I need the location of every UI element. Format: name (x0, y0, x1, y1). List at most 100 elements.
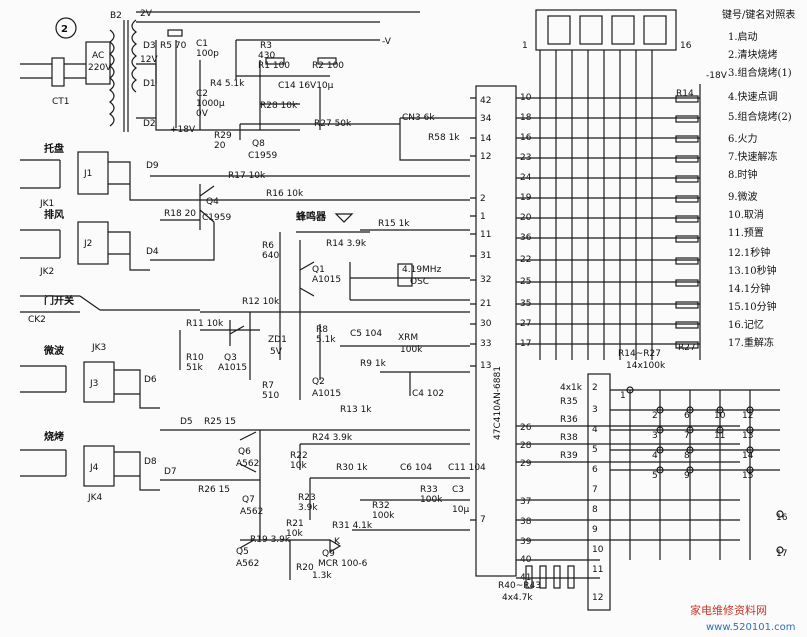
svg-text:B2: B2 (110, 11, 122, 21)
svg-text:10.取消: 10.取消 (728, 208, 764, 221)
svg-text:R58 1k: R58 1k (428, 133, 460, 143)
svg-text:2: 2 (592, 383, 598, 393)
svg-text:10μ: 10μ (452, 505, 469, 515)
svg-text:门开关: 门开关 (44, 294, 74, 307)
svg-text:AC: AC (92, 51, 104, 61)
svg-text:47C410AN-6881: 47C410AN-6881 (493, 366, 503, 440)
svg-text:11: 11 (714, 431, 725, 441)
relay-j3 (83, 361, 115, 403)
svg-text:1: 1 (522, 41, 528, 51)
svg-text:托盘: 托盘 (44, 142, 64, 155)
svg-text:10k: 10k (290, 461, 307, 471)
svg-text:0V: 0V (196, 109, 209, 119)
svg-text:7: 7 (684, 431, 690, 441)
svg-text:Q7: Q7 (242, 495, 255, 505)
svg-text:A1015: A1015 (312, 389, 341, 399)
svg-text:R5 70: R5 70 (160, 41, 187, 51)
svg-text:14: 14 (742, 451, 754, 461)
svg-text:C5 104: C5 104 (350, 329, 382, 339)
relay-j4 (83, 445, 115, 487)
svg-text:20: 20 (214, 141, 226, 151)
svg-text:4x4.7k: 4x4.7k (502, 593, 533, 603)
svg-text:14x100k: 14x100k (626, 361, 666, 371)
svg-text:16: 16 (776, 513, 788, 523)
svg-text:9: 9 (684, 471, 690, 481)
svg-text:D9: D9 (146, 161, 159, 171)
svg-text:ZD1: ZD1 (268, 335, 287, 345)
svg-text:430: 430 (258, 51, 275, 61)
svg-text:R3: R3 (260, 41, 272, 51)
svg-text:-18V: -18V (706, 71, 728, 81)
svg-text:R6: R6 (262, 241, 274, 251)
svg-text:220V: 220V (88, 63, 112, 73)
svg-text:J3: J3 (89, 379, 98, 389)
svg-text:9.微波: 9.微波 (728, 190, 758, 203)
svg-text:51k: 51k (186, 363, 203, 373)
svg-text:R15 1k: R15 1k (378, 219, 410, 229)
svg-text:5: 5 (592, 445, 598, 455)
svg-text:17: 17 (776, 549, 787, 559)
svg-text:R36: R36 (560, 415, 578, 425)
svg-text:R9 1k: R9 1k (360, 359, 387, 369)
svg-text:JK2: JK2 (39, 267, 54, 277)
svg-text:C1959: C1959 (202, 213, 231, 223)
ic-47c410an (475, 85, 517, 577)
svg-text:C4 102: C4 102 (412, 389, 444, 399)
svg-text:蜂鸣器: 蜂鸣器 (296, 210, 327, 223)
svg-text:4: 4 (592, 425, 598, 435)
svg-text:510: 510 (262, 391, 279, 401)
svg-text:13: 13 (480, 361, 491, 371)
transformer-primary (109, 29, 115, 127)
svg-text:34: 34 (480, 114, 492, 124)
svg-text:12: 12 (742, 411, 753, 421)
svg-text:R18 20: R18 20 (164, 209, 196, 219)
ac-input-block (85, 41, 111, 85)
svg-text:R33: R33 (420, 485, 438, 495)
svg-text:CK2: CK2 (28, 315, 46, 325)
buzzer-icon (334, 213, 354, 223)
svg-text:Q8: Q8 (252, 139, 265, 149)
svg-text:R23: R23 (298, 493, 316, 503)
svg-text:31: 31 (480, 251, 491, 261)
svg-text:6.火力: 6.火力 (728, 132, 758, 145)
svg-text:R1 100: R1 100 (258, 61, 290, 71)
watermark: 家电维修资料网 www.520101.com (690, 603, 796, 633)
svg-text:A1015: A1015 (218, 363, 247, 373)
svg-text:4.快速点调: 4.快速点调 (728, 91, 778, 103)
svg-text:R25 15: R25 15 (204, 417, 236, 427)
svg-text:A562: A562 (236, 459, 259, 469)
svg-text:R12 10k: R12 10k (242, 297, 280, 307)
svg-text:7.快速解冻: 7.快速解冻 (728, 150, 778, 163)
svg-text:26: 26 (520, 423, 532, 433)
svg-text:6: 6 (684, 411, 690, 421)
svg-text:15.10分钟: 15.10分钟 (728, 300, 777, 313)
svg-text:JK4: JK4 (87, 493, 103, 503)
led-display (535, 9, 677, 51)
key-matrix: 4x1k R35 R36 R38 R39 2 3 4 5 6 7 8 9 10 … (498, 373, 788, 611)
svg-text:J1: J1 (83, 169, 92, 179)
svg-text:R30 1k: R30 1k (336, 463, 368, 473)
svg-text:R8: R8 (316, 325, 328, 335)
display-section: 1 16 -18V R14 R27 R14~R27 14x100k CN3 6k… (399, 9, 728, 371)
svg-text:烧烤: 烧烤 (44, 430, 64, 443)
svg-text:17.重解冻: 17.重解冻 (728, 336, 774, 349)
svg-text:10: 10 (714, 411, 726, 421)
svg-text:XRM: XRM (398, 333, 418, 343)
svg-text:7: 7 (592, 485, 598, 495)
svg-text:Q3: Q3 (224, 353, 237, 363)
key-legend: 键号/键名对照表 1.启动 2.清块烧烤 3.组合烧烤(1) 4.快速点调 5.… (722, 8, 795, 349)
svg-text:家电维修资料网: 家电维修资料网 (690, 603, 767, 617)
svg-text:JK1: JK1 (39, 199, 54, 209)
svg-text:3.9k: 3.9k (298, 503, 318, 513)
svg-text:8: 8 (592, 505, 598, 515)
crystal-osc (397, 263, 413, 287)
svg-text:1000μ: 1000μ (196, 99, 225, 109)
svg-text:2.清块烧烤: 2.清块烧烤 (728, 48, 778, 61)
svg-text:14.1分钟: 14.1分钟 (728, 282, 770, 295)
svg-text:R40~R43: R40~R43 (498, 581, 541, 591)
svg-text:R14~R27: R14~R27 (618, 349, 661, 359)
svg-text:R32: R32 (372, 501, 390, 511)
svg-text:3.组合烧烤(1): 3.组合烧烤(1) (728, 66, 792, 79)
svg-text:1.启动: 1.启动 (728, 30, 758, 43)
